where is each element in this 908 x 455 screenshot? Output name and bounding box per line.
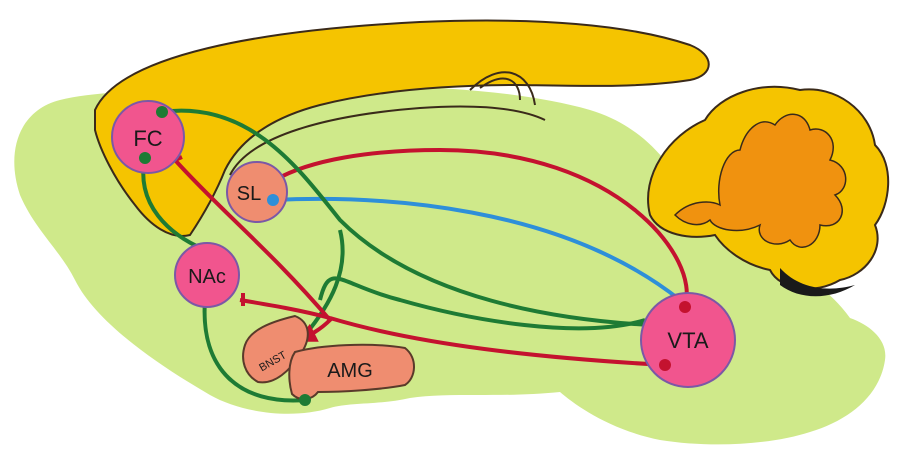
pathway-origin-vta-red-top — [679, 301, 691, 313]
pathway-origin-sl-blue — [267, 194, 279, 206]
pathway-origin-vta-red-bottom — [659, 359, 671, 371]
region-sl-label: SL — [237, 183, 261, 205]
region-nac-label: NAc — [188, 266, 226, 288]
pathway-origin-fc-green-left — [139, 152, 151, 164]
region-amg-label: AMG — [327, 360, 373, 382]
region-fc-label: FC — [133, 126, 162, 151]
region-vta-label: VTA — [667, 328, 708, 353]
pathway-origin-fc-green-top — [156, 106, 168, 118]
pathway-origin-amg-green — [299, 394, 311, 406]
